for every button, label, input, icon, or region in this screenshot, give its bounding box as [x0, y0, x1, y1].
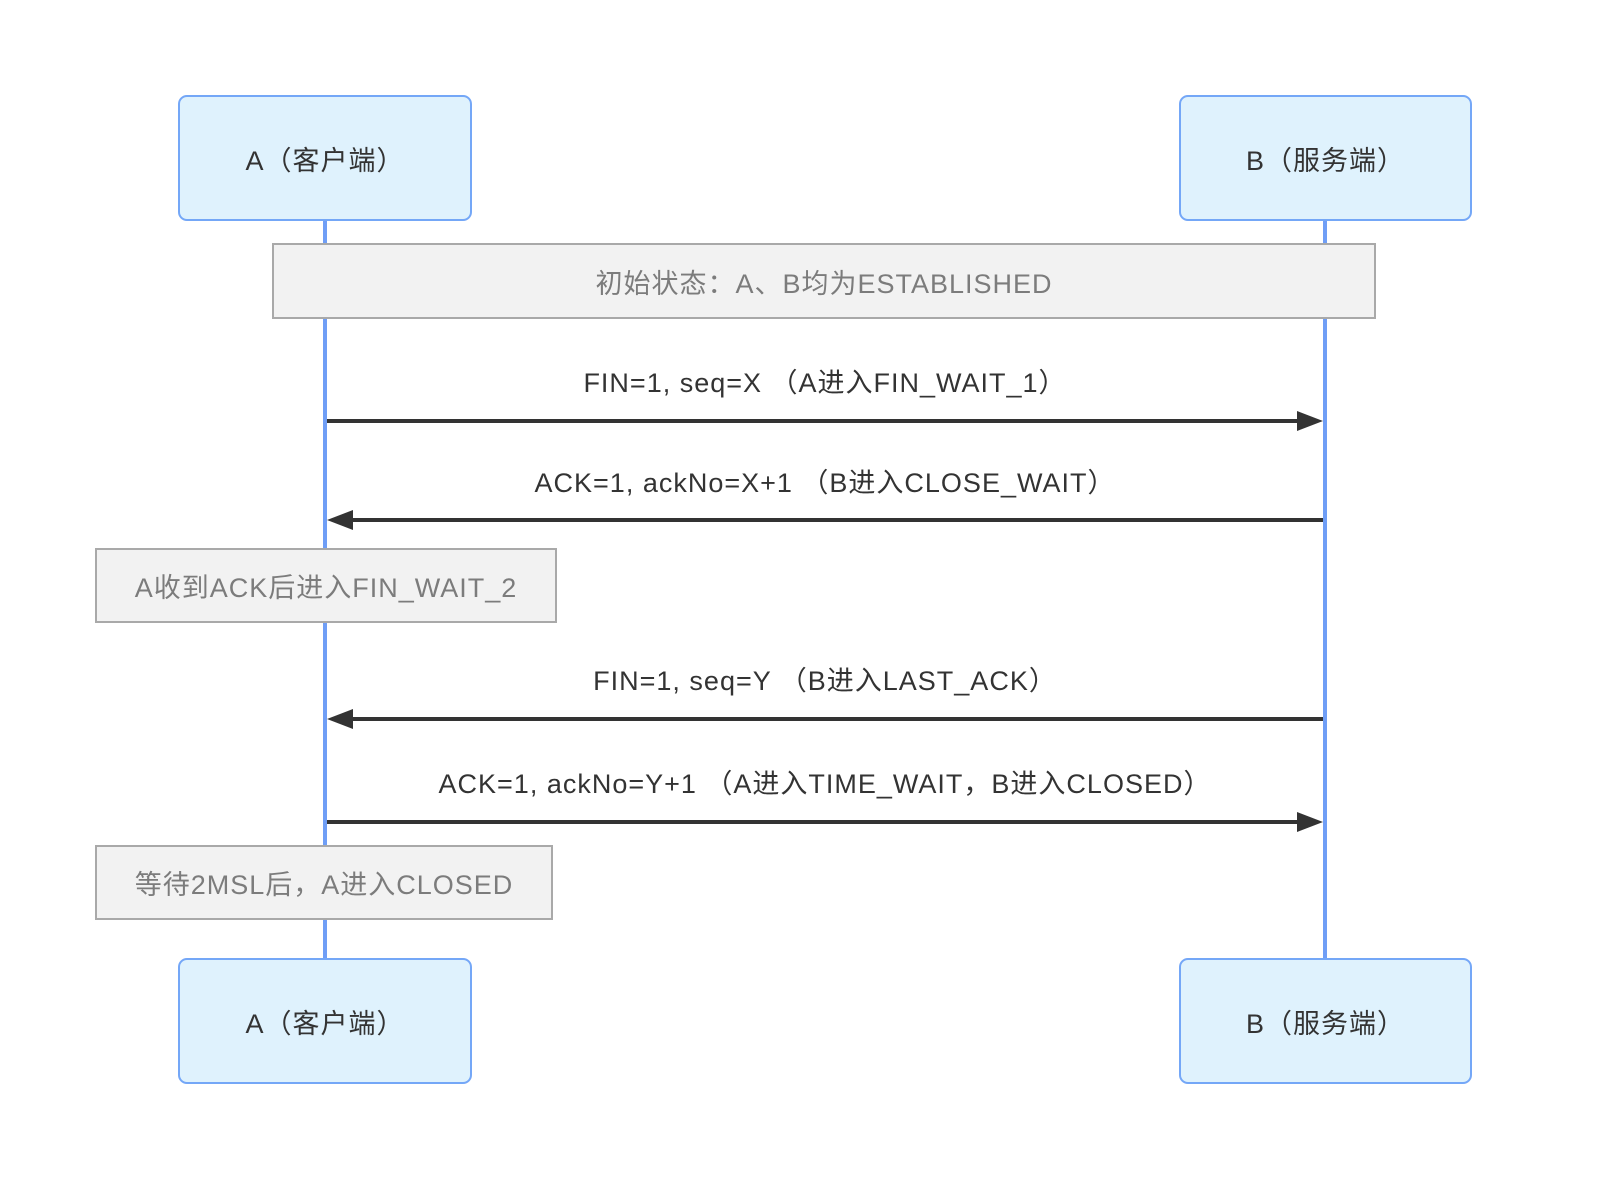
arrowhead-left-icon: [327, 709, 353, 729]
participant-box-client-top: A（客户端）: [178, 95, 472, 221]
message-label-fin-1: FIN=1, seq=X （A进入FIN_WAIT_1）: [583, 368, 1067, 398]
message-arrow-ack-2: [327, 812, 1323, 832]
arrowhead-right-icon: [1297, 411, 1323, 431]
message-arrow-fin-2: [327, 709, 1323, 729]
arrow-line: [343, 518, 1323, 522]
arrow-line: [327, 419, 1307, 423]
participant-box-client-bottom: A（客户端）: [178, 958, 472, 1084]
message-arrow-ack-1: [327, 510, 1323, 530]
arrow-line: [343, 717, 1323, 721]
message-label-ack-2: ACK=1, ackNo=Y+1 （A进入TIME_WAIT，B进入CLOSED…: [438, 769, 1212, 799]
arrowhead-left-icon: [327, 510, 353, 530]
message-label-fin-2: FIN=1, seq=Y （B进入LAST_ACK）: [593, 666, 1057, 696]
note-fin-wait-2: A收到ACK后进入FIN_WAIT_2: [95, 548, 557, 623]
arrow-line: [327, 820, 1307, 824]
note-time-wait: 等待2MSL后，A进入CLOSED: [95, 845, 553, 920]
participant-box-server-bottom: B（服务端）: [1179, 958, 1472, 1084]
message-label-ack-1: ACK=1, ackNo=X+1 （B进入CLOSE_WAIT）: [534, 468, 1116, 498]
message-arrow-fin-1: [327, 411, 1323, 431]
participant-box-server-top: B（服务端）: [1179, 95, 1472, 221]
lifeline-server-b: [1323, 221, 1327, 958]
arrowhead-right-icon: [1297, 812, 1323, 832]
note-initial-state: 初始状态：A、B均为ESTABLISHED: [272, 243, 1376, 319]
